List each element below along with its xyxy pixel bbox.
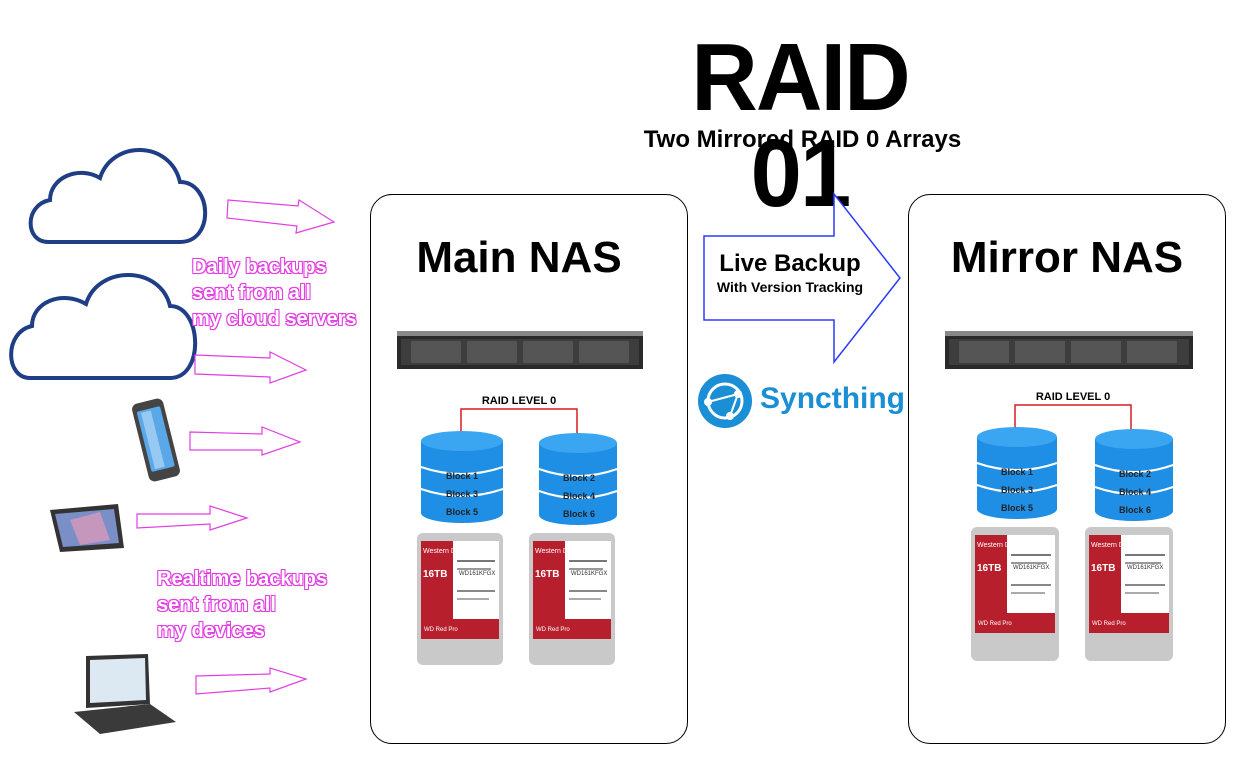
live-backup-subtitle: With Version Tracking [716, 279, 864, 295]
live-backup-arrow [703, 192, 901, 364]
hdd-brand: Western Digital [423, 548, 471, 555]
mirror-nas-panel: Mirror NAS Block 1 Block 3 Block 5 [908, 194, 1226, 744]
daily-note-line: my cloud servers [192, 308, 357, 330]
raid-level-label: RAID LEVEL 0 [481, 395, 557, 407]
laptop-icon [74, 654, 176, 734]
hdd-model: WD161KFGX [1013, 565, 1049, 571]
hdd-brand: Western Digital [1091, 542, 1139, 549]
backup-arrows [136, 199, 336, 695]
realtime-note-line: sent from all [157, 594, 276, 616]
block-label: Block 6 [1119, 505, 1151, 515]
cloud-icon [28, 148, 208, 244]
page-title: RAID 01 [691, 24, 911, 227]
block-label: Block 6 [563, 509, 595, 519]
hard-drive-icon [971, 527, 1059, 661]
hdd-capacity: 16TB [423, 569, 447, 580]
syncthing-logo-icon [698, 374, 752, 428]
hdd-series: WD Red Pro [536, 627, 570, 633]
main-nas-panel: Main NAS Block 1 Block 3 Block 5 [370, 194, 688, 744]
syncthing-label: Syncthing [760, 382, 906, 415]
block-label: Block 5 [1001, 503, 1033, 513]
disk-stack-icon [420, 431, 504, 523]
hard-drive-icon [529, 533, 615, 665]
server-icon [397, 331, 643, 369]
disk-stack-icon [1094, 429, 1174, 521]
block-label: Block 2 [563, 473, 595, 483]
block-label: Block 3 [446, 489, 478, 499]
main-nas-title: Main NAS [416, 233, 622, 282]
daily-note-line: sent from all [192, 282, 311, 304]
realtime-note-line: my devices [157, 620, 265, 642]
main-nas-graphic: Block 1 Block 3 Block 5 Block 2 Block 4 … [397, 331, 643, 665]
hard-drive-icon [1085, 527, 1173, 661]
hdd-model: WD161KFGX [571, 571, 607, 577]
raid-connector [1014, 404, 1132, 435]
daily-backup-note: Daily backups sent from all my cloud ser… [192, 254, 372, 332]
realtime-note-line: Realtime backups [157, 568, 328, 590]
phone-icon [132, 398, 180, 482]
mirror-nas-title: Mirror NAS [950, 233, 1184, 282]
server-icon [945, 331, 1193, 369]
disk-stack-icon [538, 433, 618, 525]
block-label: Block 2 [1119, 469, 1151, 479]
tablet-icon [50, 504, 124, 552]
sources-graphic [9, 148, 336, 734]
realtime-backup-note: Realtime backups sent from all my device… [157, 566, 347, 644]
raid-connector [460, 408, 578, 439]
hdd-brand: Western Digital [977, 542, 1025, 549]
hdd-model: WD161KFGX [1127, 565, 1163, 571]
block-label: Block 5 [446, 507, 478, 517]
block-label: Block 4 [1119, 487, 1151, 497]
block-label: Block 1 [446, 471, 478, 481]
hdd-series: WD Red Pro [978, 621, 1012, 627]
hdd-series: WD Red Pro [424, 627, 458, 633]
hdd-capacity: 16TB [535, 569, 559, 580]
mirror-nas-graphic: Block 1 Block 3 Block 5 Block 2 Block 4 … [945, 331, 1193, 661]
raid-level-label: RAID LEVEL 0 [1035, 391, 1111, 403]
page-subtitle: Two Mirrored RAID 0 Arrays [643, 126, 962, 153]
cloud-icon [9, 273, 198, 380]
block-label: Block 1 [1001, 467, 1033, 477]
daily-note-line: Daily backups [192, 256, 327, 278]
hard-drive-icon [417, 533, 503, 665]
hdd-series: WD Red Pro [1092, 621, 1126, 627]
hdd-capacity: 16TB [977, 563, 1001, 574]
disk-stack-icon [976, 427, 1058, 519]
block-label: Block 3 [1001, 485, 1033, 495]
live-backup-title: Live Backup [719, 250, 861, 277]
hdd-brand: Western Digital [535, 548, 583, 555]
hdd-model: WD161KFGX [459, 571, 495, 577]
hdd-capacity: 16TB [1091, 563, 1115, 574]
block-label: Block 4 [563, 491, 595, 501]
